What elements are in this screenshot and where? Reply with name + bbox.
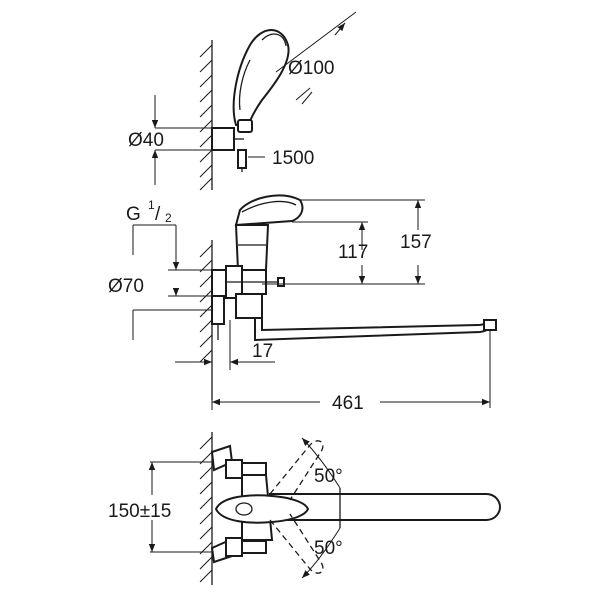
wall-bracket [211,127,247,172]
dim-wall-offset [175,320,275,370]
label-body-height: 157 [400,232,432,253]
label-wall-offset: 17 [252,341,273,362]
dim-swivel-angles [301,437,341,579]
dim-bracket [151,95,212,185]
mixer-top-view [210,440,502,574]
dim-rosette [168,269,212,297]
dim-spout-projection [211,330,491,410]
dim-heights [262,199,425,285]
mixer-side-view [211,194,497,342]
wall-upper [199,40,213,191]
dim-shower-head [275,11,357,105]
label-shower-diameter: Ø100 [288,58,334,79]
dim-connection-centres [148,461,212,553]
label-hose-length: 1500 [272,148,314,169]
label-swivel-lower: 50° [314,538,343,559]
label-connection-centres: 150±15 [108,501,171,522]
label-thread-numerator: 1 [148,198,155,212]
label-bracket-diameter: Ø40 [128,130,164,151]
dim-thread [132,224,212,340]
label-spout-height: 117 [338,242,368,263]
label-thread-prefix: G [126,204,141,225]
wall-middle [199,240,213,400]
hand-shower [232,29,290,133]
label-rosette-diameter: Ø70 [108,276,144,297]
label-swivel-upper: 50° [314,466,343,487]
label-spout-projection: 461 [332,393,364,414]
label-thread-slash: / [155,204,161,225]
wall-lower [199,432,213,585]
label-thread-denominator: 2 [165,211,172,225]
